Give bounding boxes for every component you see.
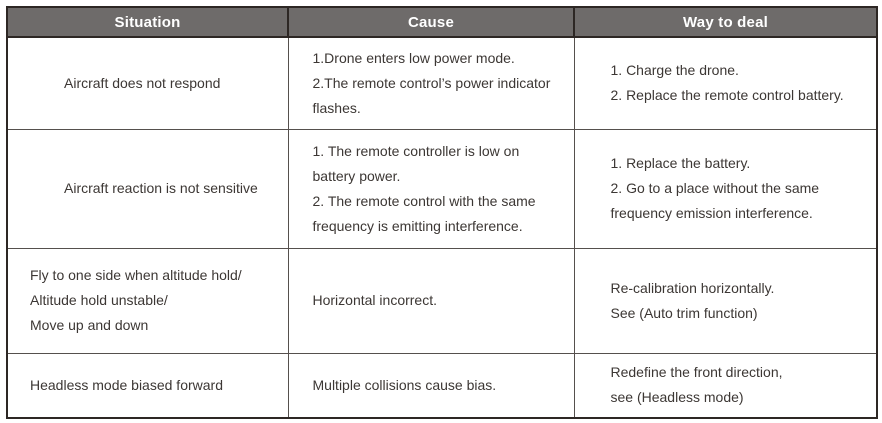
table-row: Headless mode biased forward Multiple co… [6,352,878,419]
column-header-cause: Cause [287,6,575,38]
cell-cause: 1. The remote controller is low on batte… [287,128,575,249]
cell-way-to-deal: 1. Charge the drone. 2. Replace the remo… [573,36,878,130]
column-header-situation: Situation [6,6,289,38]
cell-way-to-deal: Redefine the front direction, see (Headl… [573,352,878,419]
table-header-row: Situation Cause Way to deal [6,6,878,38]
cell-cause: Horizontal incorrect. [287,247,575,354]
cell-way-to-deal: 1. Replace the battery. 2. Go to a place… [573,128,878,249]
table-row: Aircraft reaction is not sensitive 1. Th… [6,128,878,249]
cell-situation: Aircraft reaction is not sensitive [6,128,289,249]
cell-cause: Multiple collisions cause bias. [287,352,575,419]
cell-situation: Fly to one side when altitude hold/ Alti… [6,247,289,354]
troubleshooting-table: Situation Cause Way to deal Aircraft doe… [6,6,878,419]
table-row: Fly to one side when altitude hold/ Alti… [6,247,878,354]
column-header-way-to-deal: Way to deal [573,6,878,38]
cell-way-to-deal: Re-calibration horizontally. See (Auto t… [573,247,878,354]
cell-situation: Headless mode biased forward [6,352,289,419]
table-row: Aircraft does not respond 1.Drone enters… [6,36,878,130]
cell-situation: Aircraft does not respond [6,36,289,130]
cell-cause: 1.Drone enters low power mode. 2.The rem… [287,36,575,130]
